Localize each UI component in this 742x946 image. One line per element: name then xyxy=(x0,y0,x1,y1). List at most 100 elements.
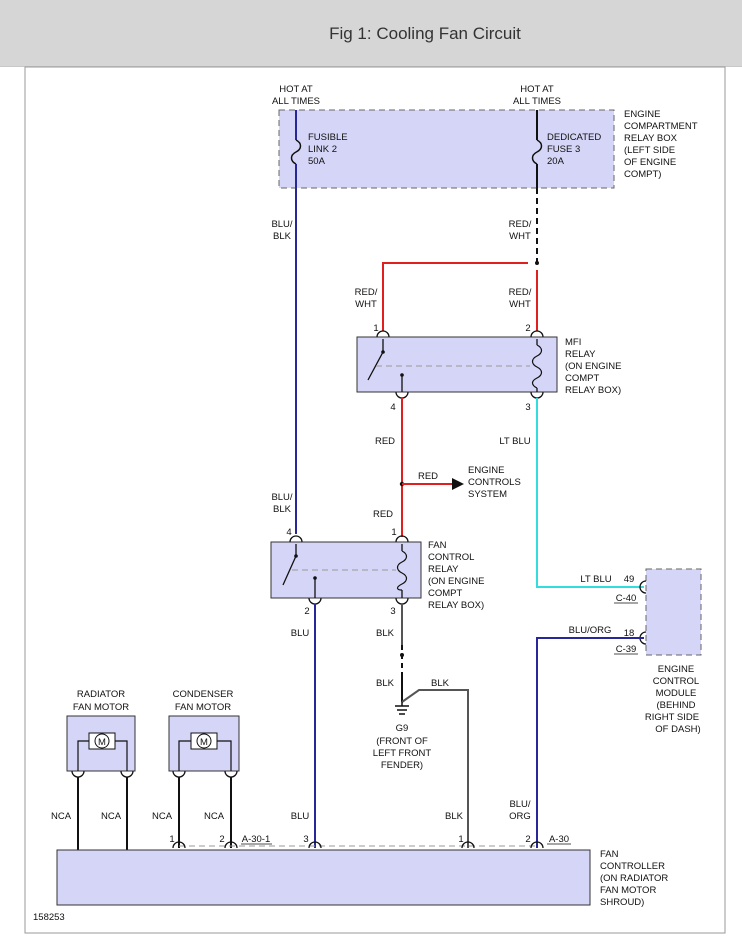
ecm-pin49-label: 49 xyxy=(624,574,635,585)
fan-switch-contact-2 xyxy=(313,576,317,580)
condenser-motor-label-2: FAN MOTOR xyxy=(175,702,231,713)
red-label-2: RED xyxy=(373,509,393,520)
radiator-motor-leads xyxy=(77,740,128,771)
engine-controls-label-1: ENGINE xyxy=(468,465,504,476)
fuse-icon xyxy=(531,139,543,165)
fan-relay-label-2: CONTROL xyxy=(428,552,474,563)
condenser-motor-conn-left xyxy=(172,770,186,778)
fan-relay-label-1: FAN xyxy=(428,540,447,551)
fan-relay-pin4-connector xyxy=(289,535,303,543)
fan-relay-label-5: COMPT xyxy=(428,588,463,599)
hot-at-all-times-right-line1: HOT AT xyxy=(520,84,554,95)
red-wht-label-top-2: WHT xyxy=(509,231,531,242)
red-wht-label-top-1: RED/ xyxy=(509,219,532,230)
engine-controls-label-3: SYSTEM xyxy=(468,489,507,500)
mfi-switch-contact-1 xyxy=(381,350,385,354)
hot-at-all-times-right-line2: ALL TIMES xyxy=(513,96,561,107)
fusible-link-icon xyxy=(290,139,302,165)
radiator-motor-label-2: FAN MOTOR xyxy=(73,702,129,713)
fuse3-label-3: 20A xyxy=(547,156,565,167)
fan-relay-label-4: (ON ENGINE xyxy=(428,576,484,587)
fan-relay-pin3-label: 3 xyxy=(390,606,395,617)
mfi-relay-label-1: MFI xyxy=(565,337,581,348)
fan-relay-pin2-connector xyxy=(308,597,322,605)
mfi-relay-label-3: (ON ENGINE xyxy=(565,361,621,372)
blk-label-4: BLK xyxy=(445,811,464,822)
fusible-link-label-3: 50A xyxy=(308,156,326,167)
red-arrow-label: RED xyxy=(418,471,438,482)
mfi-relay-label-5: RELAY BOX) xyxy=(565,385,621,396)
a301-pin1-label: 1 xyxy=(169,834,174,845)
fan-relay-pin4-label: 4 xyxy=(286,527,291,538)
nca-label-1: NCA xyxy=(51,811,72,822)
condenser-motor-leads xyxy=(178,740,232,771)
mfi-relay-box xyxy=(356,336,558,393)
radiator-motor-symbol: M xyxy=(98,737,106,748)
red-wht-label-left-1: RED/ xyxy=(355,287,378,298)
ecm-label-6: OF DASH) xyxy=(655,724,700,735)
fan-controller-box xyxy=(56,849,591,906)
ecm-label-5: RIGHT SIDE xyxy=(645,712,699,723)
figure-number: 158253 xyxy=(33,912,65,923)
engine-controls-arrow-icon xyxy=(452,478,464,490)
blu-org-label-2-line1: BLU/ xyxy=(509,799,530,810)
blu-label-2: BLU xyxy=(291,811,310,822)
fuse3-label-1: DEDICATED xyxy=(547,132,601,143)
fan-relay-pin2-label: 2 xyxy=(304,606,309,617)
ground-location-3: FENDER) xyxy=(381,760,423,771)
connector-a30-label: A-30 xyxy=(549,834,569,845)
fan-switch-contact-1 xyxy=(294,554,298,558)
blk-label-3: BLK xyxy=(431,678,450,689)
figure-title: Fig 1: Cooling Fan Circuit xyxy=(329,24,521,43)
connector-a301-label: A-30-1 xyxy=(242,834,271,845)
wire-lt-blu xyxy=(536,398,644,588)
ecm-pin18-label: 18 xyxy=(624,628,635,639)
diagram-frame xyxy=(24,66,726,934)
a30-pin1-label: 1 xyxy=(458,834,463,845)
red-wht-label-right-1: RED/ xyxy=(509,287,532,298)
engine-controls-label-2: CONTROLS xyxy=(468,477,521,488)
radiator-motor-label-1: RADIATOR xyxy=(77,689,125,700)
blk-label-2: BLK xyxy=(376,678,395,689)
radiator-motor-conn-left xyxy=(71,770,85,778)
fan-relay-pin1-connector xyxy=(395,535,409,543)
a30-pin2-connector xyxy=(530,841,544,849)
condenser-motor-circle-icon xyxy=(196,733,212,749)
fan-relay-coil-icon xyxy=(396,550,408,591)
figure-header: Fig 1: Cooling Fan Circuit xyxy=(0,0,742,67)
fan-controller-label-4: FAN MOTOR xyxy=(600,885,656,896)
mfi-pin2-connector xyxy=(530,330,544,338)
ecm-label-3: MODULE xyxy=(656,688,697,699)
fan-relay-label-6: RELAY BOX) xyxy=(428,600,484,611)
relay-box-label-4: (LEFT SIDE xyxy=(624,145,675,156)
lt-blu-label-2: LT BLU xyxy=(580,574,611,585)
mfi-pin1-label: 1 xyxy=(373,323,378,334)
hot-at-all-times-left-line1: HOT AT xyxy=(279,84,313,95)
engine-compartment-relay-box xyxy=(278,109,615,189)
mfi-relay-coil-icon xyxy=(531,344,543,389)
fan-controller-label-3: (ON RADIATOR xyxy=(600,873,668,884)
ecm-label-2: CONTROL xyxy=(653,676,699,687)
ground-location-1: (FRONT OF xyxy=(376,736,428,747)
ground-g9-label: G9 xyxy=(396,723,409,734)
lt-blu-label-1: LT BLU xyxy=(499,436,530,447)
fuse3-label-2: FUSE 3 xyxy=(547,144,580,155)
mfi-pin4-connector xyxy=(395,391,409,399)
a30-pin3-connector xyxy=(308,841,322,849)
relay-box-label-1: ENGINE xyxy=(624,109,660,120)
blu-blk-label-top-2: BLK xyxy=(273,231,292,242)
red-wht-label-right-2: WHT xyxy=(509,299,531,310)
ground-location-2: LEFT FRONT xyxy=(373,748,432,759)
blu-label-1: BLU xyxy=(291,628,310,639)
a301-pin1-connector xyxy=(172,841,186,849)
wire-red-wht-to-mfi-pin1 xyxy=(382,262,528,331)
fan-relay-label-3: RELAY xyxy=(428,564,459,575)
red-wht-label-left-2: WHT xyxy=(355,299,377,310)
fusible-link-label-2: LINK 2 xyxy=(308,144,337,155)
blu-blk-label-top-1: BLU/ xyxy=(271,219,292,230)
hot-at-all-times-left-line2: ALL TIMES xyxy=(272,96,320,107)
condenser-motor-symbol: M xyxy=(200,737,208,748)
a301-pin2-connector xyxy=(224,841,238,849)
blu-org-label-2-line2: ORG xyxy=(509,811,531,822)
splice-blk xyxy=(400,653,404,657)
